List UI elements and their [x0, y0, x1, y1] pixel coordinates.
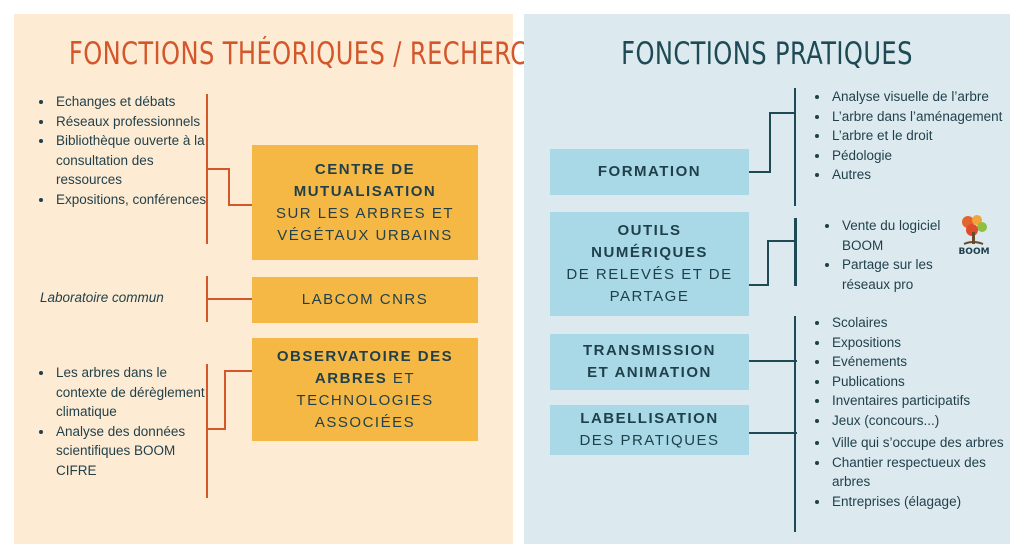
outils-bracket: [794, 218, 797, 286]
list-item: Réseaux professionnels: [54, 112, 214, 132]
labellisation-bracket: [794, 430, 796, 532]
transmission-connector: [749, 360, 797, 362]
list-item: L’arbre dans l’aménagement: [830, 107, 1020, 127]
centre-connector-v: [228, 168, 230, 206]
outils-box-normal: DE RELEVÉS ET DE PARTAGE: [566, 266, 733, 305]
list-item: Autres: [830, 165, 1020, 185]
outils-box: OUTILS NUMÉRIQUES DE RELEVÉS ET DE PARTA…: [550, 212, 749, 316]
observatoire-connector-v: [224, 370, 226, 430]
list-item: Bibliothèque ouverte à la consultation d…: [54, 131, 214, 190]
observatoire-bullet-list: Les arbres dans le contexte de dérègleme…: [40, 363, 214, 480]
left-panel-title: FONCTIONS THÉORIQUES / RECHERCHE: [68, 36, 562, 72]
boom-logo-text: BOOM: [958, 247, 989, 257]
formation-bullet-list: Analyse visuelle de l’arbreL’arbre dans …: [816, 87, 1020, 185]
list-item: Echanges et débats: [54, 92, 214, 112]
list-item: Analyse visuelle de l’arbre: [830, 87, 1020, 107]
outils-connector-v: [767, 240, 769, 286]
list-item: Partage sur les réseaux pro: [840, 255, 970, 294]
formation-box-text: FORMATION: [597, 163, 702, 180]
centre-connector-h1: [206, 168, 230, 170]
outils-connector-h2: [767, 240, 797, 242]
outils-box-bold: OUTILS NUMÉRIQUES: [591, 222, 708, 261]
observatoire-bracket: [206, 364, 208, 498]
formation-connector-h2: [769, 112, 796, 114]
list-item: Expositions, conférences: [54, 190, 214, 210]
laboratoire-label: Laboratoire commun: [40, 290, 164, 305]
list-item: Expositions: [830, 333, 1020, 353]
transmission-box: TRANSMISSION ET ANIMATION: [550, 334, 749, 390]
labellisation-box: LABELLISATION DES PRATIQUES: [550, 405, 749, 455]
formation-box: FORMATION: [550, 149, 749, 195]
observatoire-connector-h2: [224, 370, 254, 372]
observatoire-box-text: OBSERVATOIRE DES ARBRES ET TECHNOLOGIES …: [260, 346, 470, 434]
list-item: Analyse des données scientifiques BOOM C…: [54, 422, 214, 481]
outils-bullet-list: Vente du logiciel BOOMPartage sur les ré…: [826, 216, 970, 294]
labellisation-bullet-list: Ville qui s’occupe des arbresChantier re…: [816, 433, 1005, 511]
labellisation-box-normal: DES PRATIQUES: [579, 432, 720, 449]
observatoire-box: OBSERVATOIRE DES ARBRES ET TECHNOLOGIES …: [252, 338, 478, 441]
centre-box-normal: SUR LES ARBRES ET VÉGÉTAUX URBAINS: [275, 204, 455, 244]
list-item: Pédologie: [830, 146, 1020, 166]
list-item: L’arbre et le droit: [830, 126, 1020, 146]
list-item: Scolaires: [830, 313, 1020, 333]
list-item: Publications: [830, 372, 1020, 392]
list-item: Entreprises (élagage): [830, 492, 1005, 512]
observatoire-connector-h1: [206, 428, 226, 430]
labellisation-connector: [749, 432, 797, 434]
labcom-connector: [206, 298, 254, 300]
list-item: Jeux (concours...): [830, 411, 1020, 431]
labcom-box-text: LABCOM CNRS: [301, 291, 429, 308]
transmission-bullet-list: ScolairesExpositionsEvénementsPublicatio…: [816, 313, 1020, 430]
transmission-box-bold: TRANSMISSION ET ANIMATION: [582, 342, 716, 381]
centre-box-bold: CENTRE DE MUTUALISATION: [293, 160, 437, 200]
formation-connector-h1: [749, 171, 771, 173]
centre-bullet-list: Echanges et débatsRéseaux professionnels…: [40, 92, 214, 209]
list-item: Les arbres dans le contexte de dérègleme…: [54, 363, 214, 422]
centre-mutualisation-box: CENTRE DE MUTUALISATION SUR LES ARBRES E…: [252, 145, 478, 260]
labellisation-box-bold: LABELLISATION: [580, 410, 719, 427]
list-item: Chantier respectueux des arbres: [830, 453, 1005, 492]
outils-connector-h1: [749, 284, 769, 286]
labcom-box: LABCOM CNRS: [252, 277, 478, 323]
formation-bracket: [794, 88, 796, 206]
list-item: Vente du logiciel BOOM: [840, 216, 970, 255]
transmission-bracket: [794, 316, 796, 430]
observatoire-box-bold: OBSERVATOIRE DES ARBRES: [276, 347, 454, 387]
formation-connector-v: [769, 112, 771, 173]
right-panel-title: FONCTIONS PRATIQUES: [621, 36, 913, 72]
list-item: Evénements: [830, 352, 1020, 372]
observatoire-box-normal: ET TECHNOLOGIES ASSOCIÉES: [296, 369, 434, 431]
centre-connector-h2: [228, 204, 254, 206]
list-item: Ville qui s’occupe des arbres: [830, 433, 1005, 453]
list-item: Inventaires participatifs: [830, 391, 1020, 411]
boom-logo: BOOM: [958, 215, 990, 257]
